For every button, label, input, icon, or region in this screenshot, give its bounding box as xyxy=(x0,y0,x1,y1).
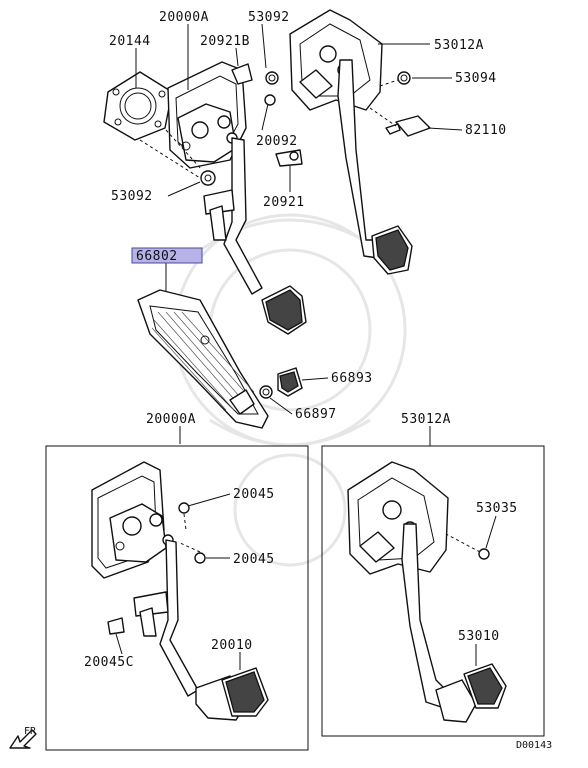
label-53012A-top: 53012A xyxy=(434,38,484,53)
gasket-20144 xyxy=(103,71,173,141)
leader-lines xyxy=(135,23,463,446)
label-82110: 82110 xyxy=(465,123,507,138)
watermark-emblem xyxy=(173,213,407,567)
label-20010: 20010 xyxy=(211,638,253,653)
top-assembly xyxy=(103,9,431,335)
labels: 20000A 53092 20144 20921B 53012A 53094 2… xyxy=(84,10,518,670)
label-20045C: 20045C xyxy=(84,655,134,670)
clip-20921B xyxy=(231,63,253,85)
label-20921B: 20921B xyxy=(200,34,250,49)
clip-20045C xyxy=(107,617,125,635)
label-20000A-top: 20000A xyxy=(159,10,209,25)
label-53010: 53010 xyxy=(458,629,500,644)
front-direction-arrow-icon: FR xyxy=(9,726,37,749)
nut-53094 xyxy=(397,71,411,85)
detail-box-clutch xyxy=(321,445,545,737)
label-53092-mid: 53092 xyxy=(111,189,153,204)
nut-53092-mid xyxy=(200,170,216,186)
diagram-code: D00143 xyxy=(516,740,552,751)
label-66893: 66893 xyxy=(331,371,373,386)
label-fr: FR xyxy=(24,726,37,737)
detail-box-brake xyxy=(45,445,309,751)
switch-82110 xyxy=(385,115,431,137)
nut-66897 xyxy=(259,385,273,399)
bushing-20045-a xyxy=(178,502,190,514)
label-20045-a: 20045 xyxy=(233,487,275,502)
label-53094: 53094 xyxy=(455,71,497,86)
stopper-66893 xyxy=(277,367,303,397)
nut-53092-top xyxy=(265,71,279,85)
label-66897: 66897 xyxy=(295,407,337,422)
label-53012A-box: 53012A xyxy=(401,412,451,427)
label-53035: 53035 xyxy=(476,501,518,516)
clutch-pedal-arm xyxy=(337,59,413,275)
label-53092-top: 53092 xyxy=(248,10,290,25)
nut-53092-b xyxy=(264,94,276,106)
switch-20921 xyxy=(275,149,303,167)
label-66802: 66802 xyxy=(136,249,178,264)
clutch-pedal-bracket xyxy=(289,9,383,111)
pedal-pad-66802 xyxy=(137,289,269,429)
label-20921: 20921 xyxy=(263,195,305,210)
clutch-pedal-assembly-detail xyxy=(347,461,507,723)
highlight-66802 xyxy=(131,247,203,264)
brake-pedal-assembly-detail xyxy=(91,461,269,721)
bushing-53035 xyxy=(478,548,490,560)
label-20092: 20092 xyxy=(256,134,298,149)
label-20000A-box: 20000A xyxy=(146,412,196,427)
brake-pedal-arm xyxy=(203,137,307,335)
bushing-20045-b xyxy=(194,552,206,564)
label-20144: 20144 xyxy=(109,34,151,49)
label-20045-b: 20045 xyxy=(233,552,275,567)
